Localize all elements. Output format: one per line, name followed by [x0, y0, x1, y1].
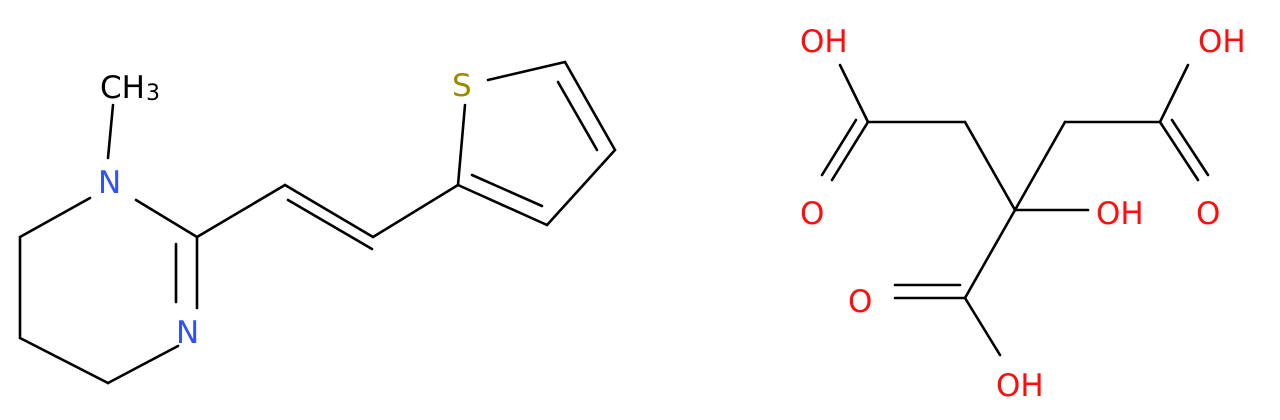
bond-n1-c6	[18, 196, 92, 239]
bond-c2-n1	[134, 198, 199, 239]
citric-acid-molecule: OH O OH O OH O OH	[800, 24, 1246, 404]
bond-center-ch2r	[1013, 120, 1067, 212]
bond-left-oh-c	[838, 63, 870, 124]
right-hydroxyl-label: OH	[1198, 24, 1246, 60]
bond-c2-vinyl	[195, 183, 287, 239]
nitrogen-n1-label: N	[98, 165, 121, 201]
left-carbonyl-o-label: O	[800, 196, 824, 232]
bottom-carbonyl-o-label: O	[848, 284, 872, 320]
bond-c3t-c2t-inner	[470, 173, 544, 208]
bond-s-c5t	[486, 60, 567, 82]
bond-ch2-center	[963, 120, 1017, 212]
bond-c5t-c4t	[563, 60, 617, 152]
bond-vinyl-double-inner	[286, 198, 374, 251]
bond-right-c-o-outer	[1158, 120, 1200, 182]
bottom-hydroxyl-label: OH	[996, 368, 1044, 404]
methyl-label: CH3	[100, 70, 160, 106]
bond-left-c-o-outer	[830, 120, 870, 182]
nitrogen-n3-label: N	[176, 315, 199, 351]
bond-center-cooh	[963, 208, 1017, 300]
right-carbonyl-o-label: O	[1196, 196, 1220, 232]
bond-c4-n3	[106, 344, 180, 385]
bond-c3t-c2t	[456, 183, 549, 227]
bond-ch3-n1	[106, 103, 115, 160]
bond-vinyl-double-outer	[283, 183, 375, 239]
bond-c5-c4	[18, 336, 110, 385]
bond-bottom-c-oh	[963, 296, 1002, 357]
bond-c2t-s	[456, 103, 467, 187]
sulfur-label: S	[452, 68, 472, 104]
bond-c5t-c4t-inner	[556, 80, 599, 152]
bond-c4t-c3t	[545, 148, 617, 227]
center-hydroxyl-label: OH	[1096, 196, 1144, 232]
bond-right-c-o-inner	[1170, 118, 1210, 177]
left-hydroxyl-label: OH	[800, 24, 848, 60]
bond-right-c-oh	[1158, 63, 1190, 124]
bond-left-c-o-inner	[820, 118, 858, 177]
pyrantel-molecule: CH3 N N S	[18, 60, 617, 385]
bond-vinyl-thiophene	[371, 183, 460, 239]
